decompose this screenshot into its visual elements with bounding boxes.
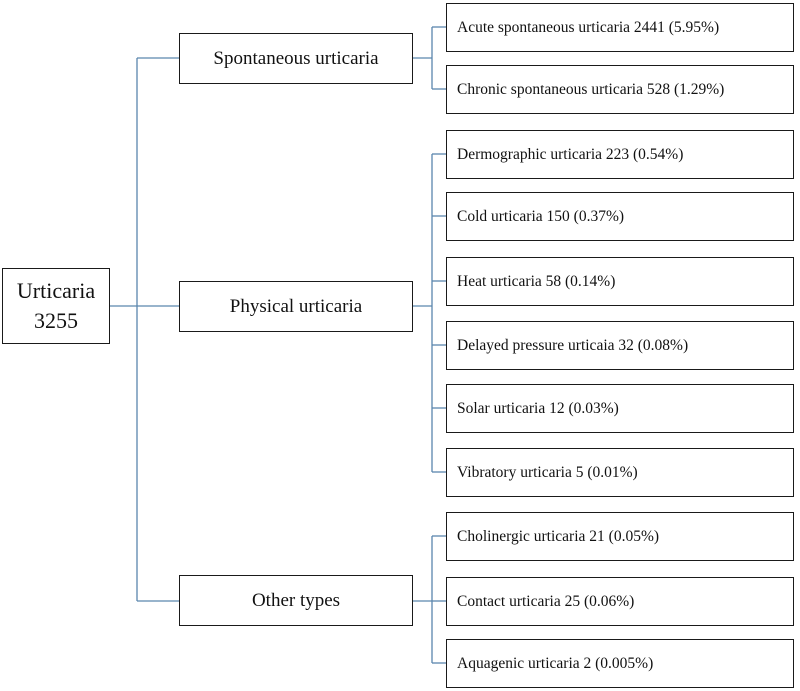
subtype-solar: Solar urticaria 12 (0.03%) xyxy=(446,384,794,433)
subtype-contact: Contact urticaria 25 (0.06%) xyxy=(446,577,794,626)
subtype-label: Solar urticaria 12 (0.03%) xyxy=(457,399,619,417)
subtype-label: Aquagenic urticaria 2 (0.005%) xyxy=(457,654,654,672)
subtype-heat: Heat urticaria 58 (0.14%) xyxy=(446,257,794,306)
subtype-label: Acute spontaneous urticaria 2441 (5.95%) xyxy=(457,18,720,36)
category-spontaneous-urticaria: Spontaneous urticaria xyxy=(179,33,413,84)
subtype-aquagenic: Aquagenic urticaria 2 (0.005%) xyxy=(446,639,794,688)
subtype-label: Contact urticaria 25 (0.06%) xyxy=(457,592,635,610)
subtype-vibratory: Vibratory urticaria 5 (0.01%) xyxy=(446,448,794,497)
subtype-label: Chronic spontaneous urticaria 528 (1.29%… xyxy=(457,80,725,98)
subtype-label: Delayed pressure urticaia 32 (0.08%) xyxy=(457,336,689,354)
subtype-acute-spontaneous: Acute spontaneous urticaria 2441 (5.95%) xyxy=(446,3,794,52)
subtype-dermographic: Dermographic urticaria 223 (0.54%) xyxy=(446,130,794,179)
subtype-label: Cold urticaria 150 (0.37%) xyxy=(457,207,625,225)
subtype-label: Cholinergic urticaria 21 (0.05%) xyxy=(457,527,660,545)
subtype-cholinergic: Cholinergic urticaria 21 (0.05%) xyxy=(446,512,794,561)
subtype-label: Dermographic urticaria 223 (0.54%) xyxy=(457,145,684,163)
category-label: Other types xyxy=(251,589,341,611)
root-label: Urticaria xyxy=(16,278,96,303)
subtype-label: Vibratory urticaria 5 (0.01%) xyxy=(457,463,638,481)
root-node-urticaria: Urticaria 3255 xyxy=(2,268,110,344)
subtype-delayed-pressure: Delayed pressure urticaia 32 (0.08%) xyxy=(446,321,794,370)
category-label: Physical urticaria xyxy=(229,295,363,317)
category-physical-urticaria: Physical urticaria xyxy=(179,281,413,332)
category-label: Spontaneous urticaria xyxy=(213,47,379,69)
subtype-cold: Cold urticaria 150 (0.37%) xyxy=(446,192,794,241)
root-count: 3255 xyxy=(34,308,78,333)
category-other-types: Other types xyxy=(179,575,413,626)
subtype-chronic-spontaneous: Chronic spontaneous urticaria 528 (1.29%… xyxy=(446,65,794,114)
subtype-label: Heat urticaria 58 (0.14%) xyxy=(457,272,616,290)
